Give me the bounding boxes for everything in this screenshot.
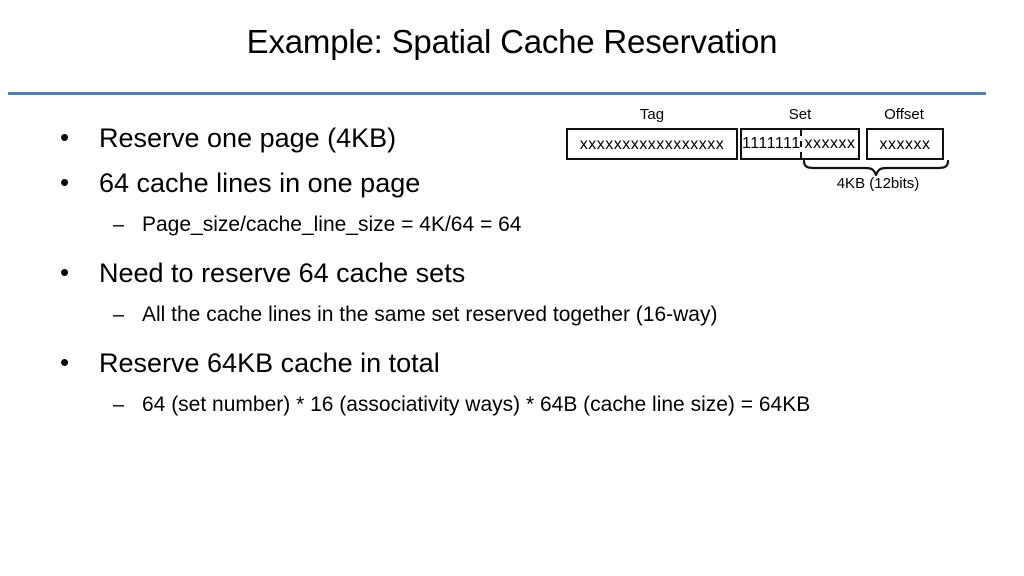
list-item: • Need to reserve 64 cache sets [0, 253, 1024, 298]
set-fixed-bits: 1111111 [742, 135, 801, 152]
list-item: • Reserve 64KB cache in total [0, 343, 1024, 388]
sub-list-item-text: Page_size/cache_line_size = 4K/64 = 64 [142, 213, 522, 236]
set-field-label: Set [788, 106, 812, 123]
set-field-box: 1111111 xxxxxx [740, 128, 860, 160]
page-title: Example: Spatial Cache Reservation [246, 23, 778, 60]
bullet-marker-icon: • [60, 122, 70, 152]
offset-field-label: Offset [884, 106, 924, 123]
tag-field-box: xxxxxxxxxxxxxxxxx [566, 128, 738, 160]
bullet-marker-icon: • [60, 347, 70, 377]
title-divider [8, 92, 986, 95]
tag-field-label: Tag [639, 106, 665, 123]
sub-list-item-text: 64 (set number) * 16 (associativity ways… [142, 393, 811, 416]
bullet-marker-icon: • [60, 257, 70, 287]
address-format-diagram: Tag Set Offset xxxxxxxxxxxxxxxxx 1111111… [566, 106, 986, 206]
list-item: • 64 cache lines in one page [0, 163, 1024, 208]
sub-list-item: – Page_size/cache_line_size = 4K/64 = 64 [0, 208, 1024, 253]
dash-marker-icon: – [113, 214, 125, 236]
list-item-text: Need to reserve 64 cache sets [99, 258, 466, 288]
page-span-brace-icon [802, 160, 950, 176]
bullet-marker-icon: • [60, 167, 70, 197]
list-item: • Reserve one page (4KB) [0, 118, 1024, 163]
dash-marker-icon: – [113, 304, 125, 326]
bullet-list: • Reserve one page (4KB) • 64 cache line… [0, 118, 1024, 433]
sub-list-item: – 64 (set number) * 16 (associativity wa… [0, 388, 1024, 433]
dash-marker-icon: – [113, 394, 125, 416]
sub-list-item: – All the cache lines in the same set re… [0, 298, 1024, 343]
sub-list-item-text: All the cache lines in the same set rese… [142, 303, 718, 326]
set-variable-bits: xxxxxx [800, 130, 858, 158]
list-item-text: 64 cache lines in one page [99, 168, 421, 198]
diagram-field-labels: Tag Set Offset [566, 106, 986, 128]
offset-field-box: xxxxxx [866, 128, 944, 160]
list-item-text: Reserve 64KB cache in total [99, 348, 440, 378]
list-item-text: Reserve one page (4KB) [99, 123, 397, 153]
page-span-annotation: 4KB (12bits) [836, 175, 920, 192]
